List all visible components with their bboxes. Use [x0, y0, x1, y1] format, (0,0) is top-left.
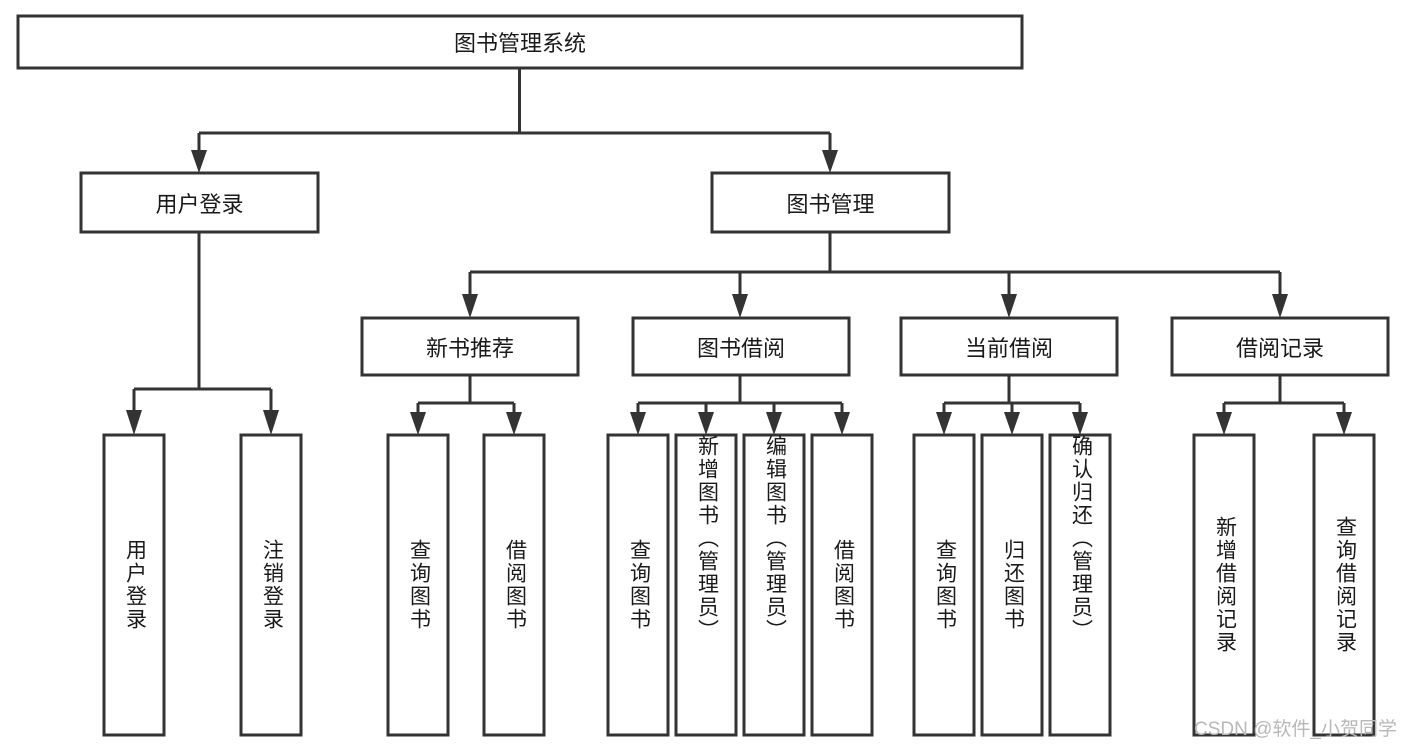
connector-group-current [936, 375, 1088, 435]
node-box-bookmgmt[interactable] [710, 171, 951, 234]
node-box-leaf11[interactable] [1048, 433, 1112, 737]
node-box-leaf13[interactable] [1312, 433, 1376, 737]
arrow-bookmgmt-to-records [1272, 294, 1288, 318]
node-box-leaf10[interactable] [980, 433, 1044, 737]
node-box-login[interactable] [79, 171, 320, 234]
node-box-records[interactable] [1170, 316, 1390, 377]
arrow-borrow-to-leaf8 [834, 412, 850, 435]
node-box-leaf8[interactable] [810, 433, 874, 737]
arrow-bookmgmt-to-borrow [732, 294, 748, 318]
arrow-bookmgmt-to-newbook [462, 294, 478, 318]
node-box-borrow[interactable] [631, 316, 851, 377]
node-box-leaf2[interactable] [239, 433, 303, 737]
arrow-borrow-to-leaf7 [766, 412, 782, 435]
node-box-newbook[interactable] [360, 316, 580, 377]
connector-group-records [1216, 375, 1352, 435]
arrow-records-to-leaf13 [1336, 412, 1352, 435]
node-box-leaf4[interactable] [482, 433, 546, 737]
arrow-borrow-to-leaf5 [630, 412, 646, 435]
arrow-newbook-to-leaf3 [410, 412, 426, 435]
arrow-borrow-to-leaf6 [698, 412, 714, 435]
arrow-bookmgmt-to-current [1001, 294, 1017, 318]
arrow-current-to-leaf9 [936, 412, 952, 435]
node-box-leaf7[interactable] [742, 433, 806, 737]
node-box-current[interactable] [899, 316, 1119, 377]
node-box-leaf6[interactable] [674, 433, 738, 737]
arrow-current-to-leaf10 [1004, 412, 1020, 435]
node-box-leaf9[interactable] [912, 433, 976, 737]
node-box-leaf5[interactable] [606, 433, 670, 737]
connector-group-bookmgmt [462, 232, 1288, 318]
arrow-login-to-leaf1 [126, 410, 142, 435]
connector-group-borrow [630, 375, 850, 435]
node-box-leaf1[interactable] [102, 433, 166, 737]
arrow-records-to-leaf12 [1216, 412, 1232, 435]
arrow-current-to-leaf11 [1072, 412, 1088, 435]
node-box-root[interactable] [16, 14, 1024, 70]
connector-group-root [191, 68, 838, 173]
node-box-leaf3[interactable] [386, 433, 450, 737]
node-box-leaf12[interactable] [1192, 433, 1256, 737]
arrow-login-to-leaf2 [263, 410, 279, 435]
connector-group-newbook [410, 375, 522, 435]
arrow-newbook-to-leaf4 [506, 412, 522, 435]
arrow-root-to-login [191, 150, 207, 173]
connector-group-login [126, 232, 279, 435]
arrow-root-to-bookmgmt [822, 150, 838, 173]
